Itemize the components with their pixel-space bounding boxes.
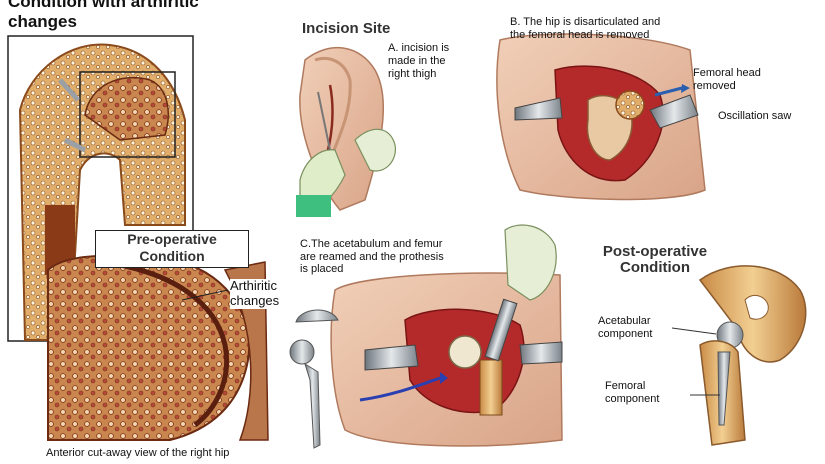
femoral-line2: component [605,393,659,406]
arthritic-label-line1: Arthiritic [230,279,279,294]
condition-title: Condition with arthiritic changes [8,0,208,31]
femoral-line1: Femoral [605,380,659,393]
femoral-head-line2: removed [693,80,761,93]
postop-hip-figure [672,266,806,445]
reaming-caption-line3: is placed [300,263,444,276]
disarticulation-caption: B. The hip is disarticulated and the fem… [510,16,660,42]
incision-note-line2: made in the [388,55,449,68]
acetabular-component-label: Acetabular component [598,315,652,341]
disarticulation-figure [497,34,705,199]
postop-title-line1: Post-operative [590,244,720,260]
postop-title: Post-operative Condition [590,244,720,276]
arthritic-changes-label: Arthiritic changes [230,279,279,309]
postop-title-line2: Condition [590,260,720,276]
preop-label-line1: Pre-operative [96,231,248,248]
incision-note: A. incision is made in the right thigh [388,42,449,81]
incision-note-line3: right thigh [388,68,449,81]
reaming-caption-line1: C.The acetabulum and femur [300,238,444,251]
disarticulation-caption-line2: the femoral head is removed [510,29,660,42]
incision-title: Incision Site [302,20,390,37]
femoral-head-label: Femoral head removed [693,67,761,93]
cutaway-caption: Anterior cut-away view of the right hip [46,447,229,460]
acetabular-line2: component [598,328,652,341]
incision-note-line1: A. incision is [388,42,449,55]
femoral-head-line1: Femoral head [693,67,761,80]
disarticulation-caption-line1: B. The hip is disarticulated and [510,16,660,29]
arthritic-label-line2: changes [230,294,279,309]
femoral-component-label: Femoral component [605,380,659,406]
reaming-caption: C.The acetabulum and femur are reamed an… [300,238,444,276]
preop-label: Pre-operative Condition [95,230,249,268]
preop-label-line2: Condition [96,248,248,265]
oscillation-saw-label: Oscillation saw [718,110,791,123]
reaming-caption-line2: are reamed and the prothesis [300,251,444,264]
acetabular-line1: Acetabular [598,315,652,328]
condition-title-line: Condition with arthiritic changes [8,0,208,31]
incision-site-figure [296,48,395,217]
